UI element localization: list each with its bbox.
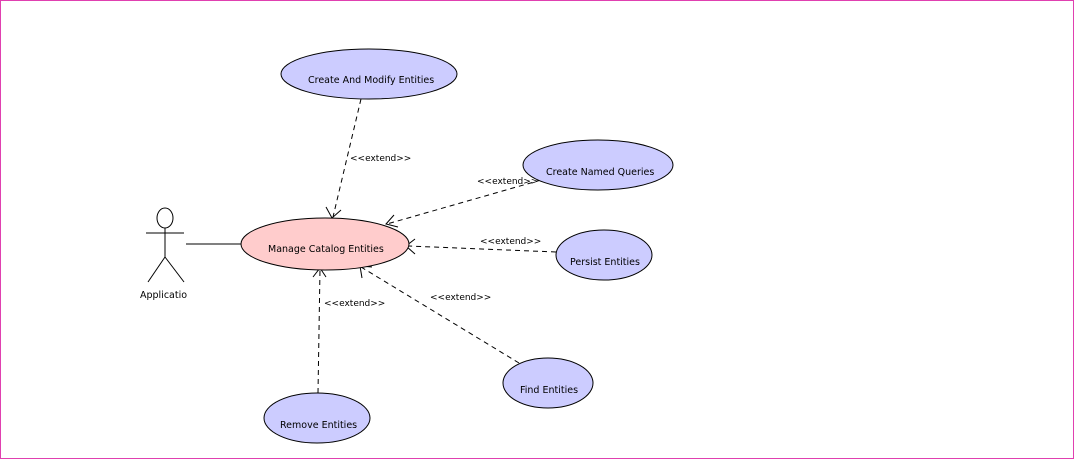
extend-label-create-modify: <<extend>> (350, 154, 411, 164)
use-case-remove-label: Remove Entities (280, 420, 357, 431)
use-case-find[interactable]: Find Entities (502, 357, 594, 409)
actor-label: Applicatio (140, 290, 187, 301)
extend-label-find: <<extend>> (430, 293, 491, 303)
use-case-create-modify-shape (280, 48, 458, 100)
use-case-manage-catalog-shape (240, 217, 410, 271)
use-case-manage-catalog[interactable]: Manage Catalog Entities (240, 217, 410, 271)
actor-application[interactable]: Applicatio (140, 207, 187, 301)
use-case-persist-shape (555, 229, 653, 281)
use-case-named-queries-label: Create Named Queries (546, 167, 654, 178)
extend-line-create-modify (332, 98, 362, 218)
arrowhead-named-queries (385, 214, 399, 228)
actor-head (156, 207, 174, 229)
use-case-persist[interactable]: Persist Entities (555, 229, 653, 281)
use-case-remove-shape (263, 392, 371, 444)
extend-label-persist: <<extend>> (480, 237, 541, 247)
use-case-create-modify[interactable]: Create And Modify Entities (280, 48, 458, 100)
extend-label-named-queries: <<extend>> (477, 177, 538, 187)
use-case-named-queries-shape (522, 139, 674, 191)
use-case-manage-catalog-label: Manage Catalog Entities (268, 244, 384, 255)
extend-label-remove: <<extend>> (324, 299, 385, 309)
actor-left-leg (147, 256, 166, 283)
use-case-persist-label: Persist Entities (570, 257, 640, 268)
extend-line-persist (407, 245, 557, 253)
use-case-create-modify-label: Create And Modify Entities (308, 75, 434, 86)
arrowhead-create-modify (325, 206, 342, 219)
use-case-remove[interactable]: Remove Entities (263, 392, 371, 444)
extend-line-remove (317, 268, 321, 394)
extend-line-find (360, 266, 520, 364)
use-case-find-label: Find Entities (520, 385, 578, 396)
actor-right-leg (164, 256, 185, 283)
use-case-named-queries[interactable]: Create Named Queries (522, 139, 674, 191)
use-case-find-shape (502, 357, 594, 409)
